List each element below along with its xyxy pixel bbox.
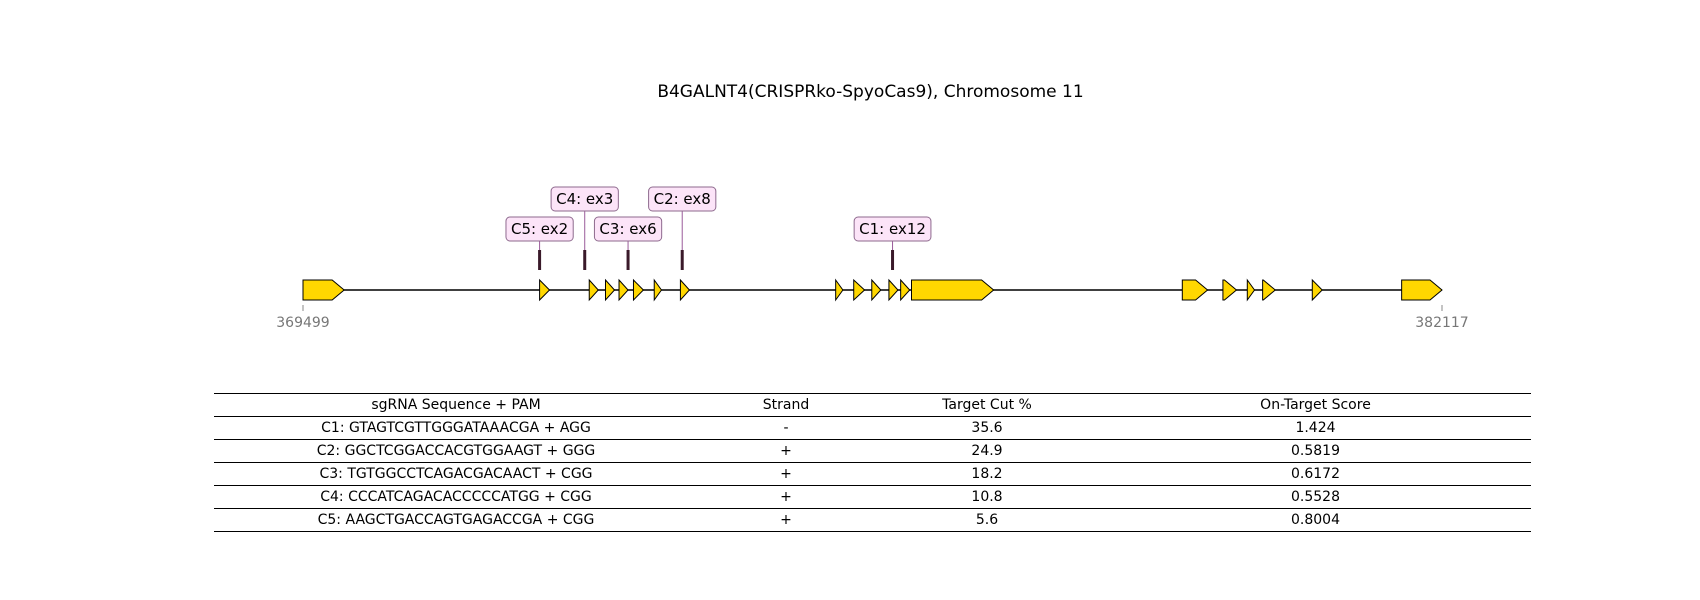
cell-strand: + [698, 485, 874, 509]
exon-15 [1181, 279, 1209, 301]
exon-18 [1262, 279, 1277, 301]
guide-label-box-c5 [505, 216, 574, 242]
exon-13 [900, 278, 911, 302]
axis-label-end: 382117 [1415, 315, 1468, 331]
guide-label-box-c1 [853, 216, 932, 242]
cell-score: 1.424 [1100, 416, 1531, 440]
table-row: C2: GGCTCGGACCACGTGGAAGT + GGG + 24.9 0.… [214, 439, 1531, 463]
cell-score: 0.5528 [1100, 485, 1531, 509]
cell-cut-pct: 10.8 [874, 485, 1100, 509]
cut-site-c4 [583, 250, 587, 270]
guide-label-box-c2 [648, 186, 717, 212]
cell-sequence: C2: GGCTCGGACCACGTGGAAGT + GGG [214, 439, 698, 463]
exon-8 [679, 278, 691, 302]
guide-table: sgRNA Sequence + PAM Strand Target Cut %… [214, 393, 1531, 532]
header-strand: Strand [698, 393, 874, 417]
exon-19 [1311, 278, 1323, 302]
cut-site-c2 [680, 250, 684, 270]
cell-strand: + [698, 508, 874, 532]
exon-12 [888, 278, 899, 302]
header-sequence: sgRNA Sequence + PAM [214, 393, 698, 417]
exon-9 [835, 278, 844, 302]
coordinate-axis: 369499 382117 [276, 305, 1469, 331]
cut-site-c3 [626, 250, 630, 270]
cell-cut-pct: 18.2 [874, 462, 1100, 486]
exon-14 [910, 279, 995, 301]
guide-label-c2: C2: ex8 [654, 190, 711, 208]
exon-20 [1401, 279, 1443, 301]
exon-4 [604, 278, 616, 302]
cell-strand: - [698, 416, 874, 440]
cell-score: 0.5819 [1100, 439, 1531, 463]
guide-label-c1: C1: ex12 [859, 220, 926, 238]
cell-score: 0.8004 [1100, 508, 1531, 532]
cell-sequence: C4: CCCATCAGACACCCCCATGG + CGG [214, 485, 698, 509]
exon-3 [588, 278, 599, 302]
cell-sequence: C3: TGTGGCCTCAGACGACAACT + CGG [214, 462, 698, 486]
cell-cut-pct: 5.6 [874, 508, 1100, 532]
guide-label-c4: C4: ex3 [556, 190, 613, 208]
exon-7 [653, 278, 663, 302]
cut-site-c5 [538, 250, 542, 270]
cell-strand: + [698, 462, 874, 486]
exon-17 [1246, 278, 1256, 302]
guide-label-box-c3 [593, 216, 663, 242]
guide-label-c3: C3: ex6 [599, 220, 656, 238]
exon-5 [618, 278, 629, 302]
header-cut-pct: Target Cut % [874, 393, 1100, 417]
table-header-row: sgRNA Sequence + PAM Strand Target Cut %… [214, 393, 1531, 417]
table-row: C3: TGTGGCCTCAGACGACAACT + CGG + 18.2 0.… [214, 462, 1531, 486]
guide-label-box-c4 [550, 186, 619, 212]
cell-sequence: C5: AAGCTGACCAGTGAGACCGA + CGG [214, 508, 698, 532]
exon-2 [539, 278, 551, 302]
figure-title: B4GALNT4(CRISPRko-SpyoCas9), Chromosome … [657, 82, 1084, 102]
cell-score: 0.6172 [1100, 462, 1531, 486]
exon-1 [302, 279, 345, 301]
table-row: C5: AAGCTGACCAGTGAGACCGA + CGG + 5.6 0.8… [214, 508, 1531, 532]
cell-cut-pct: 35.6 [874, 416, 1100, 440]
table-row: C1: GTAGTCGTTGGGATAAACGA + AGG - 35.6 1.… [214, 416, 1531, 440]
exon-16 [1222, 279, 1238, 301]
exon-10 [853, 278, 866, 302]
cell-cut-pct: 24.9 [874, 439, 1100, 463]
exon-11 [871, 278, 882, 302]
exon-track [302, 278, 1443, 302]
axis-label-start: 369499 [276, 315, 329, 331]
exon-6 [632, 278, 645, 302]
header-score: On-Target Score [1100, 393, 1531, 417]
cut-site-c1 [891, 250, 895, 270]
guide-label-c5: C5: ex2 [511, 220, 568, 238]
cell-sequence: C1: GTAGTCGTTGGGATAAACGA + AGG [214, 416, 698, 440]
cell-strand: + [698, 439, 874, 463]
table-row: C4: CCCATCAGACACCCCCATGG + CGG + 10.8 0.… [214, 485, 1531, 509]
